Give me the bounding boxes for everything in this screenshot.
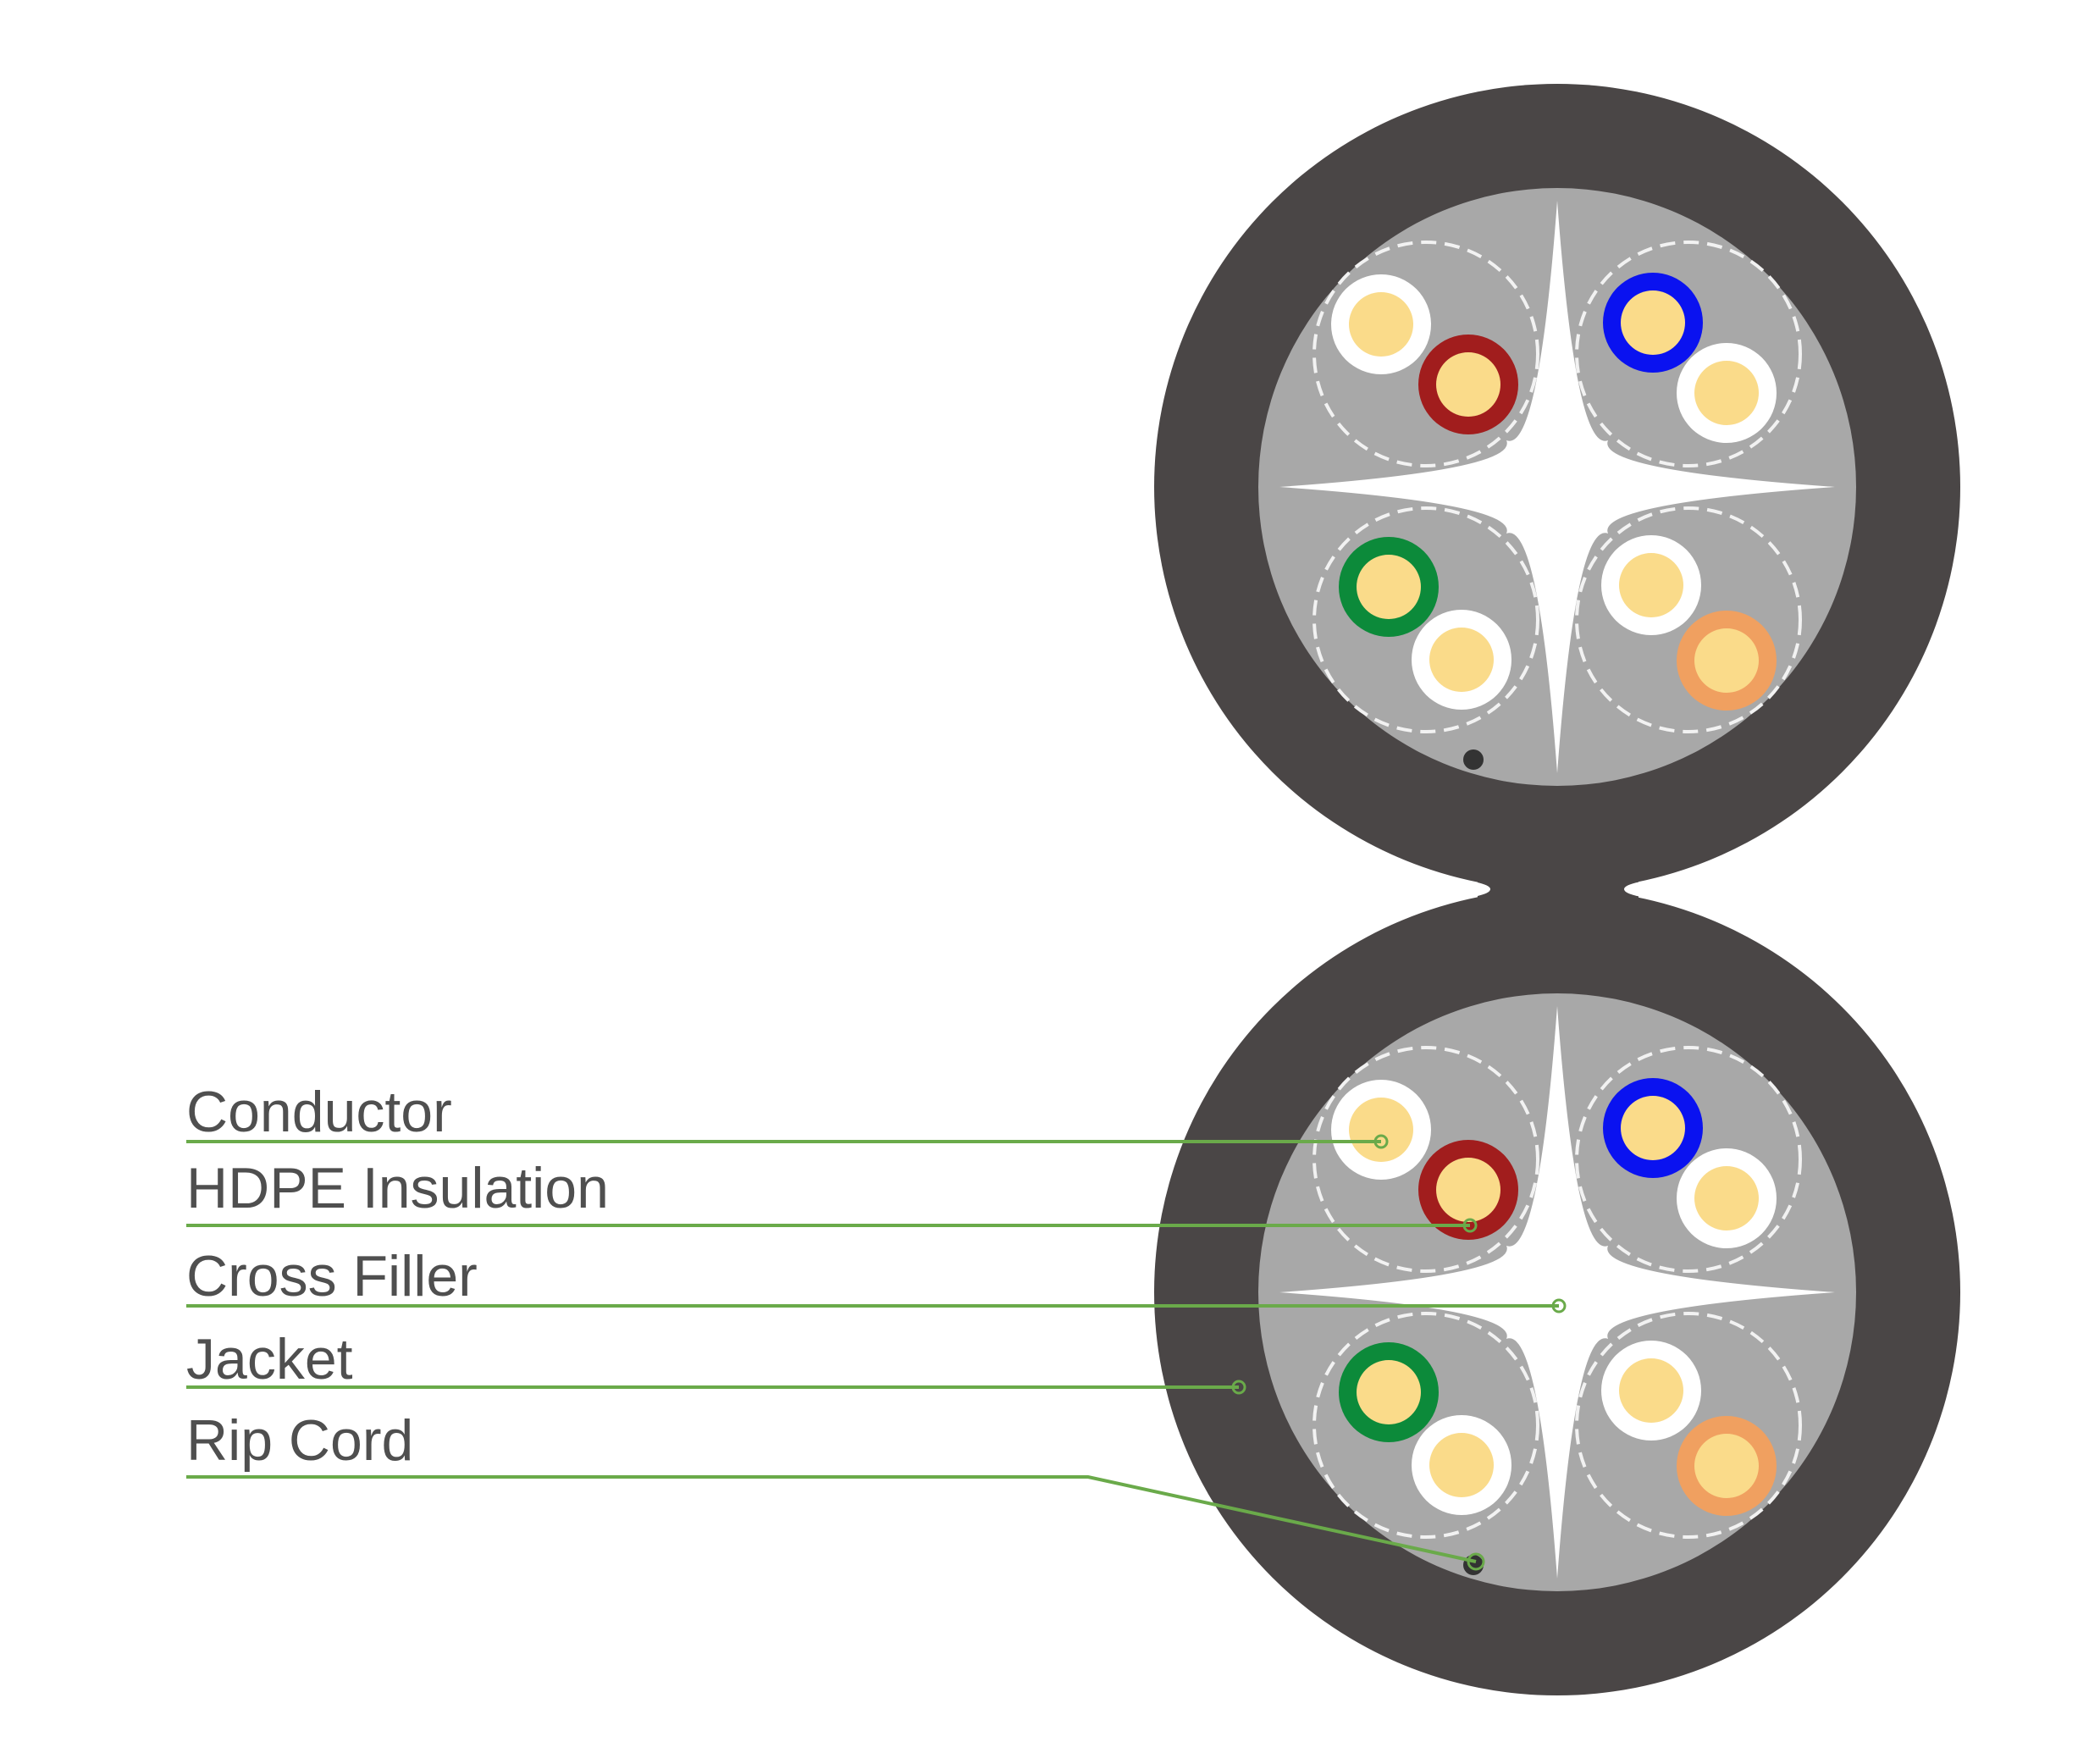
label-hdpe-insulation: HDPE Insulation bbox=[186, 1156, 609, 1220]
label-cross-filler: Cross Filler bbox=[186, 1244, 478, 1308]
callout-conductor: Conductor bbox=[186, 1080, 1389, 1149]
callout-rip-cord: Rip Cord bbox=[186, 1408, 1485, 1571]
callout-jacket: Jacket bbox=[186, 1327, 1246, 1395]
label-conductor: Conductor bbox=[186, 1080, 452, 1144]
upper-cable-core bbox=[1257, 186, 1858, 788]
label-jacket: Jacket bbox=[186, 1327, 353, 1391]
callout-hdpe-insulation: HDPE Insulation bbox=[186, 1156, 1478, 1233]
lower-cable-core bbox=[1257, 992, 1858, 1593]
callout-cross-filler: Cross Filler bbox=[186, 1244, 1567, 1313]
label-rip-cord: Rip Cord bbox=[186, 1408, 413, 1473]
